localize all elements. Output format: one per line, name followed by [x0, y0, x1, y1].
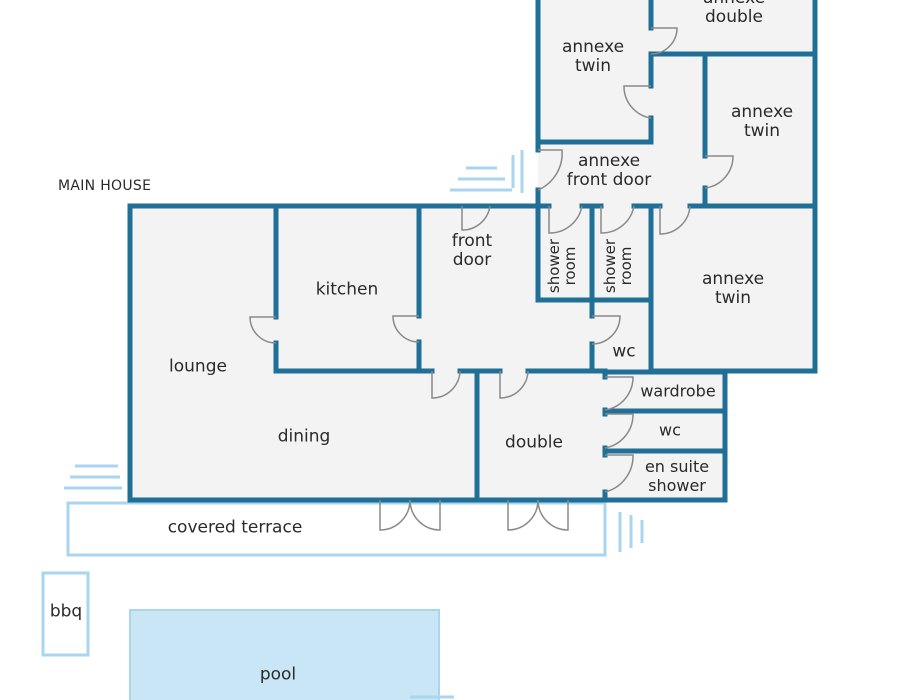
room-label-lounge: lounge	[169, 356, 227, 377]
room-label-dining: dining	[277, 426, 331, 447]
room-label-front-door: front door	[451, 231, 493, 270]
room-label-annexe-twin-lower: annexe twin	[701, 269, 765, 308]
room-label-kitchen: kitchen	[315, 279, 379, 300]
pool	[129, 609, 440, 700]
room-label-wc: wc	[659, 420, 681, 440]
floor-fill	[130, 0, 815, 500]
room-label-shower-room-1: shower room	[545, 238, 579, 294]
room-label-en-suite-shower: en suite shower	[644, 457, 710, 495]
room-label-wardrobe: wardrobe	[640, 381, 716, 401]
room-label-annexe-front-door: annexe front door	[566, 151, 652, 190]
room-label-double: double	[505, 432, 563, 453]
area-label-covered-terrace: covered terrace	[167, 517, 303, 538]
room-label-wc-annexe: wc	[612, 341, 636, 362]
bbq-area	[41, 571, 90, 657]
main-house-title: MAIN HOUSE	[58, 178, 152, 194]
area-label-bbq: bbq	[49, 601, 83, 622]
room-label-annexe-twin-right: annexe twin	[730, 102, 794, 141]
steps	[64, 150, 644, 552]
doors	[249, 27, 734, 531]
covered-terrace-outline	[66, 501, 607, 557]
area-label-pool: pool	[259, 664, 297, 685]
room-label-annexe-twin-top: annexe twin	[561, 37, 625, 76]
room-label-annexe-double: annexe double	[703, 0, 765, 27]
walls	[127, 0, 818, 503]
room-label-shower-room-2: shower room	[601, 238, 635, 294]
